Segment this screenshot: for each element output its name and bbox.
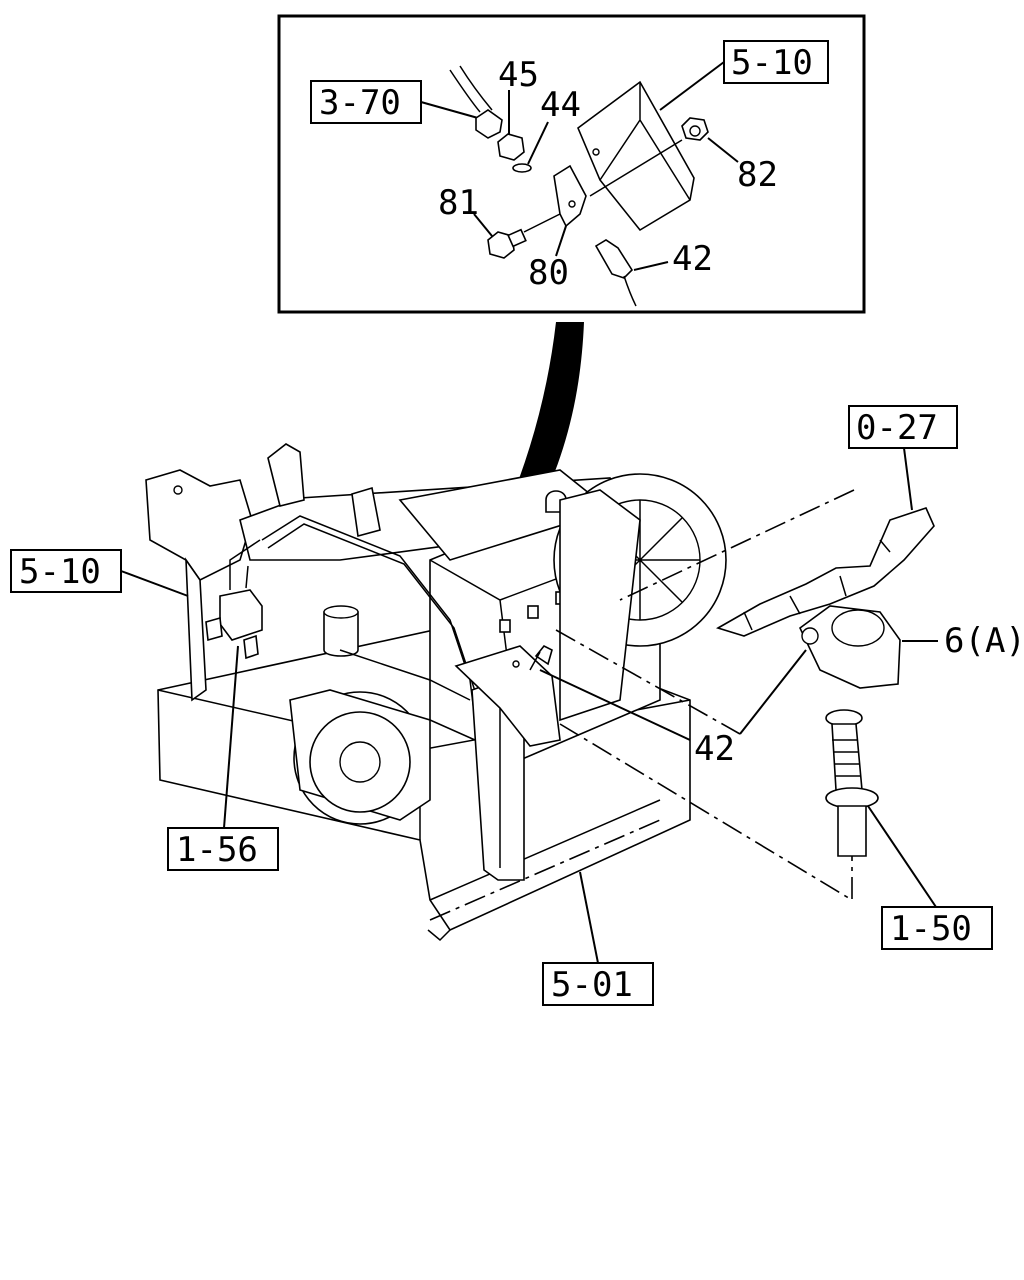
valve-1-56-body xyxy=(219,589,263,641)
part-label-82: 82 xyxy=(737,155,778,195)
leader-5-01 xyxy=(579,871,599,964)
leader-0-27 xyxy=(903,447,913,511)
rear-bracket xyxy=(267,443,305,507)
left-crossmember-post xyxy=(185,557,207,702)
ref-box-5-10-main xyxy=(10,549,122,593)
canister-body xyxy=(323,611,359,657)
rear-bracket-2 xyxy=(351,486,381,538)
exhaust-manifold xyxy=(715,507,935,637)
engine-port-1 xyxy=(527,605,539,619)
exhaust-pipe-lower xyxy=(837,805,867,857)
pipe-hose xyxy=(449,65,493,113)
nut-82-hole xyxy=(689,125,701,137)
bolt-81-head xyxy=(487,231,515,259)
bellows-rings xyxy=(832,739,861,777)
frame-rail-lower xyxy=(427,799,661,942)
switch-42-main-wire xyxy=(529,651,541,671)
engine-front xyxy=(559,489,641,722)
switch-42-main xyxy=(534,644,553,666)
bolt-axis-82 xyxy=(589,139,683,197)
phantom-0-27 xyxy=(619,489,855,601)
valve-1-56-pipes xyxy=(229,539,261,590)
ref-box-1-50 xyxy=(881,906,993,950)
ref-label-5-10-main: 5-10 xyxy=(19,552,101,592)
ref-label-0-27: 0-27 xyxy=(856,408,938,448)
ref-box-5-01 xyxy=(542,962,654,1006)
ref-box-1-56 xyxy=(167,827,279,871)
washer-44 xyxy=(512,163,532,173)
leader-42-main xyxy=(539,669,691,741)
flywheel-front xyxy=(309,711,411,813)
part-label-44: 44 xyxy=(540,85,581,125)
crossmember-hole xyxy=(173,485,183,495)
nut-82 xyxy=(681,117,709,141)
pipe-run-3 xyxy=(339,649,471,701)
part-label-45: 45 xyxy=(498,55,539,95)
main-labels: 0-27 5-10 6(A) 42 1-56 1-50 5-01 xyxy=(10,405,1024,1006)
ref-label-5-10-inset: 5-10 xyxy=(731,43,813,83)
part-label-80: 80 xyxy=(528,253,569,293)
ref-label-1-50: 1-50 xyxy=(890,909,972,949)
ref-label-3-70: 3-70 xyxy=(319,83,401,123)
leader-1-50 xyxy=(867,805,937,908)
bracket-hole xyxy=(592,148,600,156)
phantom-lines xyxy=(429,489,855,921)
phantom-6a xyxy=(555,629,741,735)
inset-detail: 3-70 45 44 5-10 82 80 81 xyxy=(277,14,866,314)
switch-42-inset xyxy=(594,239,634,279)
switch-bracket-hole xyxy=(512,660,520,668)
leader-3-70 xyxy=(420,101,479,119)
fan-blades xyxy=(580,500,700,620)
leader-81 xyxy=(473,213,493,237)
valve-1-56-fittings xyxy=(205,616,259,660)
bolt-axis-81 xyxy=(523,213,561,233)
bolt-81-shank xyxy=(507,228,527,248)
ref-label-1-56: 1-56 xyxy=(176,830,258,870)
engine-chassis-drawing xyxy=(145,443,935,942)
pipe-nut xyxy=(475,109,503,139)
exhaust-bellows xyxy=(831,723,863,791)
manifold-flanges xyxy=(743,539,891,631)
exhaust-clamp xyxy=(825,787,879,809)
callout-wedge xyxy=(430,322,584,664)
bracket-80-hole xyxy=(568,200,576,208)
part-label-6a: 6(A) xyxy=(944,621,1024,661)
leader-80 xyxy=(555,225,567,257)
part-label-42-main: 42 xyxy=(694,729,735,769)
phantom-5-01 xyxy=(429,819,661,921)
canister-top xyxy=(323,605,359,619)
turbo-scroll xyxy=(831,609,885,647)
engine-port-4 xyxy=(499,619,511,633)
flywheel-front-hub xyxy=(339,741,381,783)
leader-44 xyxy=(527,121,549,165)
bracket-plate-edge xyxy=(599,82,691,201)
switch-bracket xyxy=(454,645,561,747)
leader-5-10-inset xyxy=(659,61,725,111)
switch-42-wire xyxy=(623,275,637,307)
phantom-1-50 xyxy=(559,723,853,902)
left-crossmember xyxy=(145,469,253,582)
leader-6a-lower xyxy=(739,649,807,735)
leader-82 xyxy=(707,137,739,163)
nut-45 xyxy=(497,133,525,161)
ref-box-3-70 xyxy=(310,80,422,124)
ref-label-5-01: 5-01 xyxy=(551,965,633,1005)
turbo-inlet xyxy=(801,627,819,645)
part-label-81: 81 xyxy=(438,183,479,223)
leader-5-10-main xyxy=(120,570,189,597)
part-label-42-inset: 42 xyxy=(672,239,713,279)
leader-42-inset xyxy=(633,261,669,271)
leader-1-56 xyxy=(223,645,239,829)
ref-box-0-27 xyxy=(848,405,958,449)
